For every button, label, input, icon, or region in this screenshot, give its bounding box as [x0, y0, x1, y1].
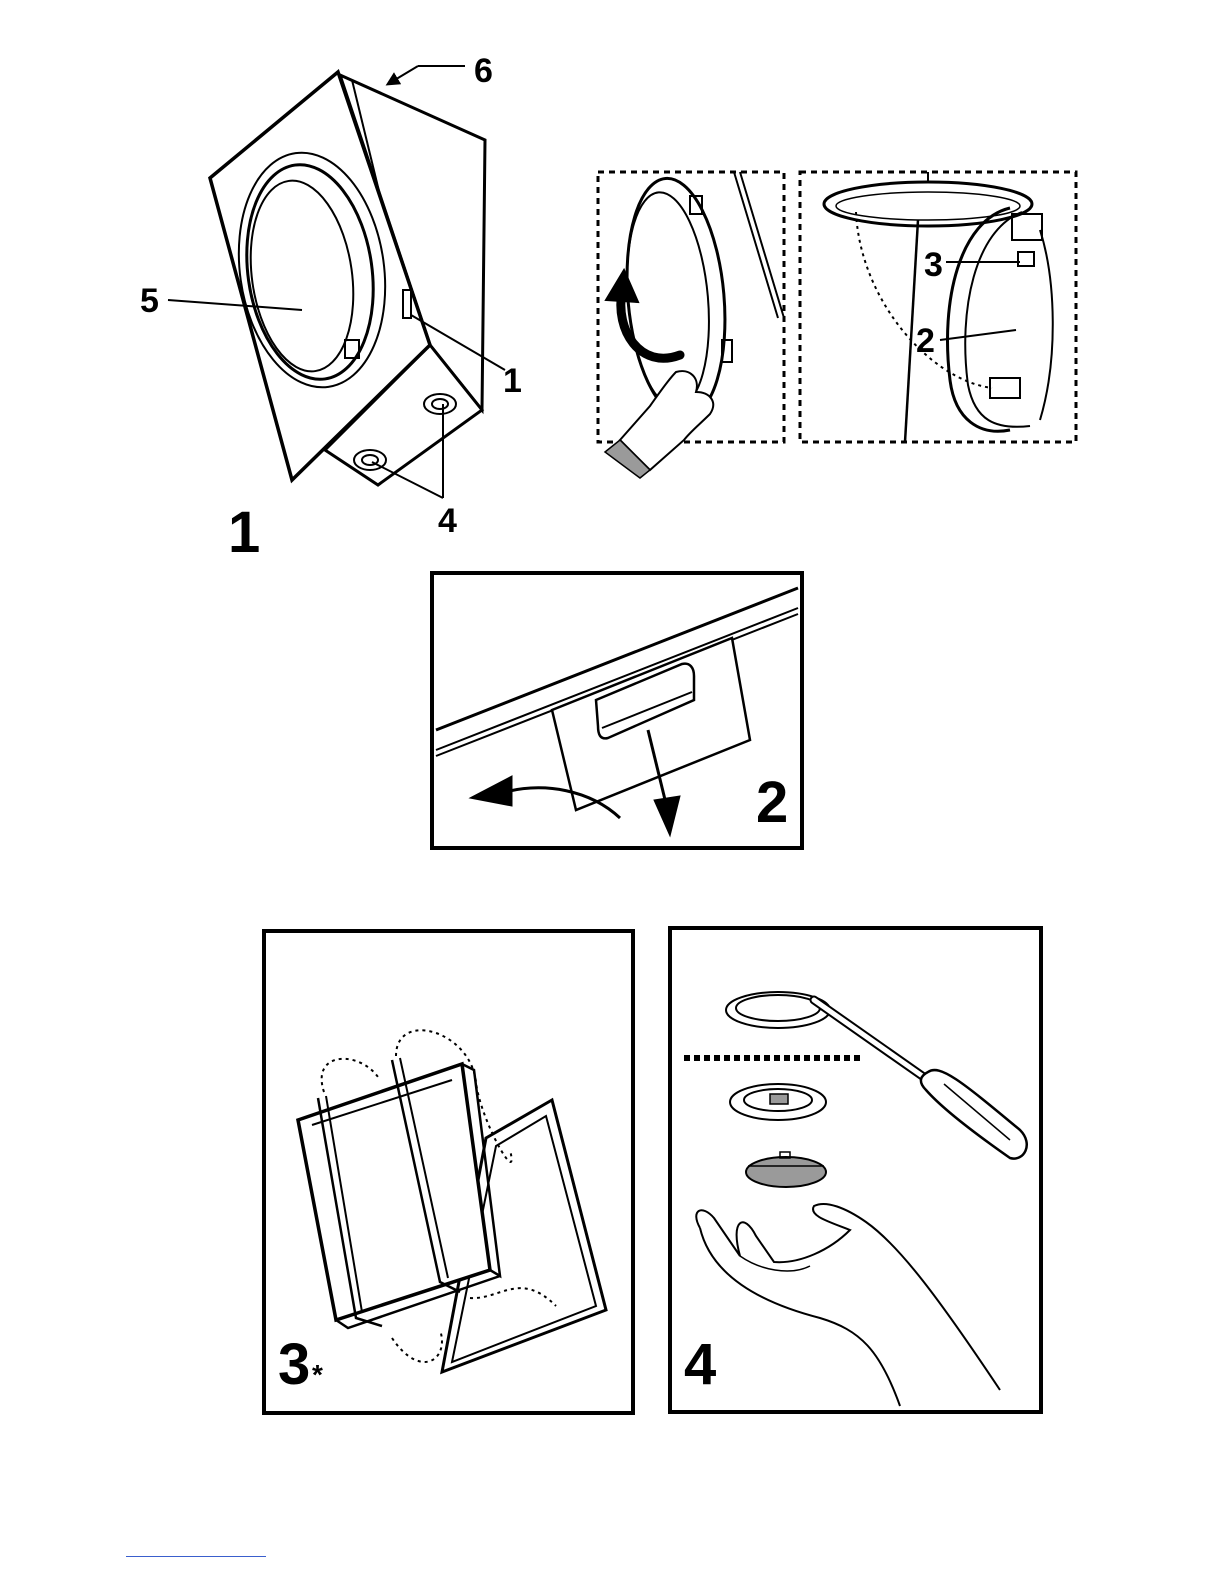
callout-4: 4 [438, 502, 457, 540]
figure-4-number: 4 [684, 1332, 716, 1397]
figure-3-filter [264, 931, 633, 1413]
figure-2-number: 2 [756, 770, 788, 835]
footer-rule [126, 1556, 266, 1557]
figure-2-latch [432, 573, 802, 848]
detail-filter-open [800, 172, 1076, 442]
figure-1-number: 1 [228, 500, 260, 565]
callout-2: 2 [916, 322, 935, 360]
figure-3-marker: * [312, 1359, 323, 1390]
figure-3-number: 3 [278, 1332, 310, 1397]
figure-4-lamp [670, 928, 1041, 1412]
callout-1: 1 [503, 362, 522, 400]
callout-6: 6 [474, 52, 493, 90]
callout-5: 5 [140, 282, 159, 320]
callout-3: 3 [924, 246, 943, 284]
detail-open-filter [598, 172, 784, 478]
